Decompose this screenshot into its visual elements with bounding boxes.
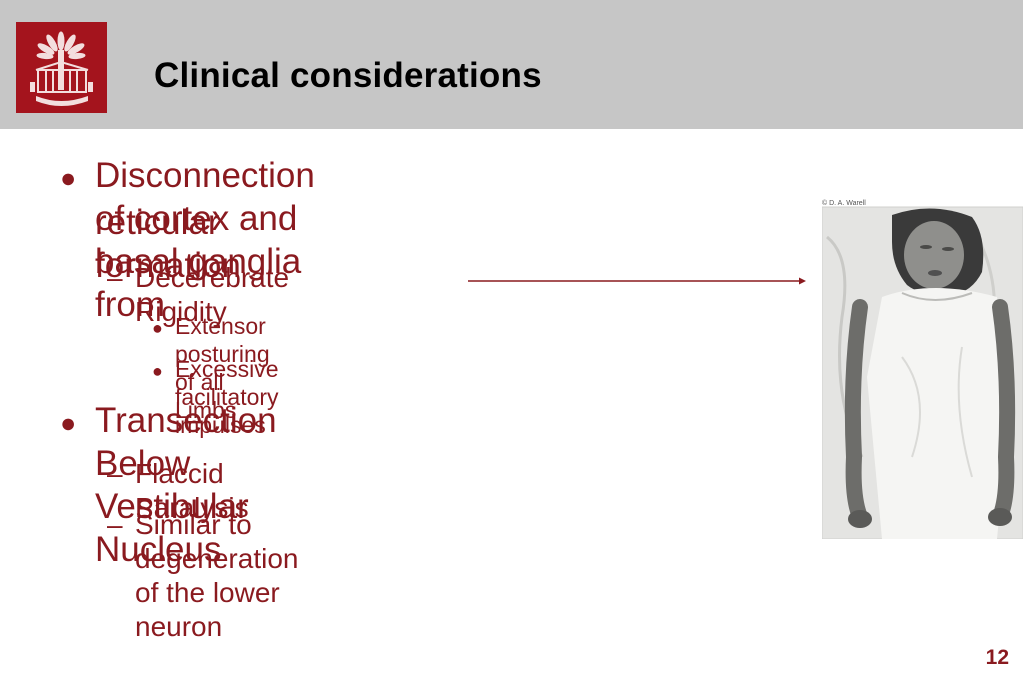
bullet-marker: ● xyxy=(60,163,77,193)
sub-bullet-text: Similar to degeneration of the lower neu… xyxy=(135,509,299,642)
bullet-text: Disconnection of cortex and basal gangli… xyxy=(95,156,315,324)
palmetto-seal-icon xyxy=(16,22,107,113)
sub-sub-bullet-marker: ● xyxy=(152,318,163,338)
page-number: 12 xyxy=(985,646,1009,669)
slide-header: Clinical considerations xyxy=(0,0,1023,129)
sub-sub-bullet-text: Extensor posturing of all Limbs xyxy=(175,313,270,423)
patient-photo-icon: © D. A. Warell xyxy=(822,199,1023,539)
sub-bullet-marker: – xyxy=(107,509,123,540)
arrow-right-icon xyxy=(468,277,806,285)
bullet-text-continued: reticular formation xyxy=(95,203,241,285)
sub-bullet-marker: – xyxy=(107,262,123,293)
photo-credit: © D. A. Warell xyxy=(822,199,866,207)
slide-title: Clinical considerations xyxy=(154,56,542,95)
bullet-text: Transection Below Vestibular Nucleus xyxy=(95,401,277,569)
sub-sub-bullet-text: Excessive facilitatory impulses xyxy=(175,356,279,438)
sub-sub-bullet-marker: ● xyxy=(152,361,163,381)
sub-bullet-text: Flaccid Paralysis xyxy=(135,458,249,523)
bullet-marker: ● xyxy=(60,408,77,438)
sub-bullet-text: Decerebrate Rigidity xyxy=(135,262,290,327)
sub-bullet-marker: – xyxy=(107,458,123,489)
